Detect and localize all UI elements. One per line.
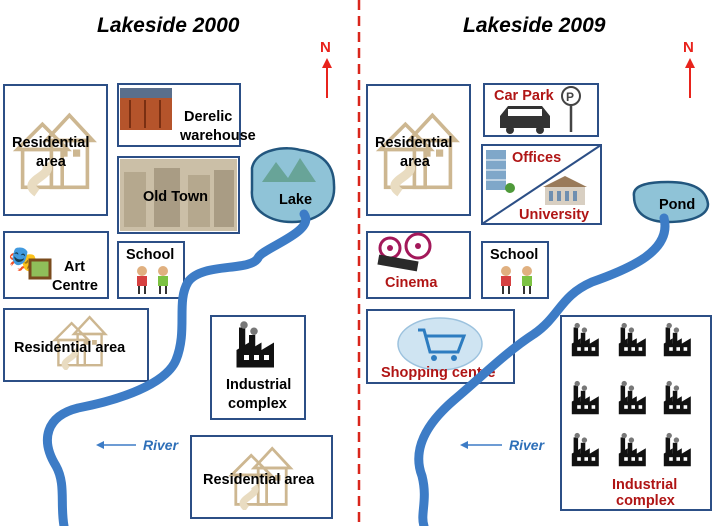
- right-school-label: School: [490, 247, 538, 263]
- left-industrial-complex: Industrial complex: [210, 315, 306, 420]
- office-building-icon: [486, 150, 515, 193]
- left-map: Lakeside 2000 N Residential area Derelic…: [3, 14, 336, 526]
- right-river: [414, 213, 670, 526]
- left-industrial-line2: complex: [228, 396, 287, 412]
- left-residential-1-line1: Residential: [12, 135, 89, 151]
- left-lake: Lake: [250, 147, 336, 224]
- right-map: Lakeside 2009 N Residential area Car Par…: [366, 14, 712, 526]
- university-building-icon: [543, 176, 587, 205]
- left-map-title: Lakeside 2000: [97, 14, 240, 37]
- right-map-title: Lakeside 2009: [463, 14, 606, 37]
- right-industrial-line1: Industrial: [612, 477, 677, 493]
- right-residential-line2: area: [400, 154, 431, 170]
- car-icon: [500, 106, 550, 134]
- left-residential-3-label: Residential area: [203, 472, 315, 488]
- right-cinema-label: Cinema: [385, 275, 438, 291]
- left-residential-area-2: Residential area: [3, 308, 149, 382]
- left-derelict-warehouse: Derelic warehouse: [117, 83, 256, 147]
- left-derelict-line1: Derelic: [184, 109, 232, 125]
- right-pond: Pond: [632, 180, 710, 224]
- shopping-cart-icon: [418, 328, 467, 361]
- right-car-park: Car Park P: [483, 83, 599, 137]
- right-children-icon: [501, 266, 532, 294]
- right-pond-label: Pond: [659, 197, 695, 213]
- left-industrial-line1: Industrial: [226, 377, 291, 393]
- left-north-label: N: [320, 39, 331, 56]
- left-river-direction: River: [96, 437, 180, 453]
- right-river-label: River: [509, 437, 546, 453]
- left-derelict-line2: warehouse: [179, 128, 256, 144]
- left-art-centre: 🎭 Art Centre: [3, 231, 109, 299]
- right-offices-university: Offices University: [481, 144, 602, 225]
- left-residential-area-3: Residential area: [190, 435, 333, 519]
- parking-sign-icon: P: [561, 86, 581, 132]
- right-university-label: University: [519, 207, 589, 223]
- right-river-direction: River: [460, 437, 546, 453]
- left-art-line2: Centre: [52, 278, 98, 294]
- left-residential-area-1: Residential area: [3, 84, 108, 216]
- right-school: School: [481, 241, 549, 299]
- right-industrial-complex: Industrial complex: [560, 315, 712, 511]
- right-industrial-line2: complex: [616, 493, 675, 509]
- left-river-label: River: [143, 437, 180, 453]
- left-river: [43, 209, 311, 526]
- children-icon: [137, 266, 168, 294]
- left-north-arrow: N: [320, 39, 332, 98]
- right-north-label: N: [683, 39, 694, 56]
- right-residential-area: Residential area: [366, 84, 471, 216]
- left-school-label: School: [126, 247, 174, 263]
- right-cinema: Cinema: [366, 231, 471, 299]
- left-art-line1: Art: [64, 259, 85, 275]
- right-shopping-label: Shopping centre: [381, 365, 495, 381]
- left-old-town-label: Old Town: [143, 189, 208, 205]
- svg-text:P: P: [566, 90, 574, 104]
- left-school: School: [117, 241, 185, 299]
- left-old-town: Old Town: [117, 156, 240, 234]
- left-residential-1-line2: area: [36, 154, 67, 170]
- film-reel-icon: [377, 232, 432, 272]
- right-north-arrow: N: [683, 39, 695, 98]
- picture-frame-icon: [28, 258, 52, 280]
- left-lake-label: Lake: [279, 192, 312, 208]
- right-offices-label: Offices: [512, 150, 561, 166]
- right-residential-line1: Residential: [375, 135, 452, 151]
- right-car-park-label: Car Park: [494, 88, 555, 104]
- left-residential-2-label: Residential area: [14, 340, 126, 356]
